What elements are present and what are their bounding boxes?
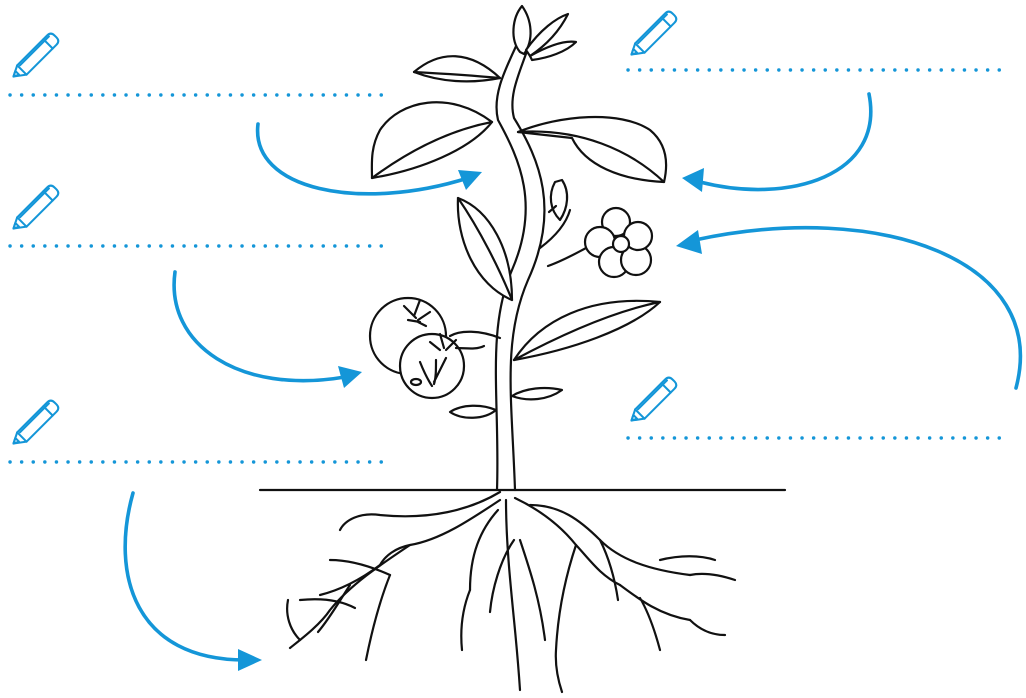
flower: [548, 208, 652, 277]
leaf-small-left: [450, 406, 496, 418]
plant-illustration: [260, 6, 785, 692]
pencil-icon: [631, 12, 676, 55]
leaf-top-left: [414, 56, 500, 81]
label-slot-stem[interactable]: [10, 34, 385, 95]
pencil-icon: [631, 378, 676, 421]
arrow-to-flower: [676, 228, 1020, 388]
pencil-icon: [13, 34, 58, 77]
leaf-small-right: [512, 388, 562, 399]
top-bud: [513, 6, 576, 60]
fruit: [370, 298, 500, 398]
arrow-to-roots: [125, 493, 262, 671]
label-slot-fruit[interactable]: [10, 186, 385, 246]
pencil-icon: [13, 401, 58, 444]
roots: [287, 492, 735, 692]
leaf-middle-left: [458, 198, 512, 300]
label-slot-leaf[interactable]: [628, 12, 1005, 70]
leaf-middle-right: [514, 301, 660, 360]
arrow-to-leaf: [682, 94, 871, 192]
label-slot-flower[interactable]: [628, 378, 1005, 438]
label-slot-roots[interactable]: [10, 401, 385, 462]
pencil-icon: [13, 186, 58, 229]
arrow-to-fruit: [174, 272, 362, 388]
leaf-left: [372, 102, 492, 178]
